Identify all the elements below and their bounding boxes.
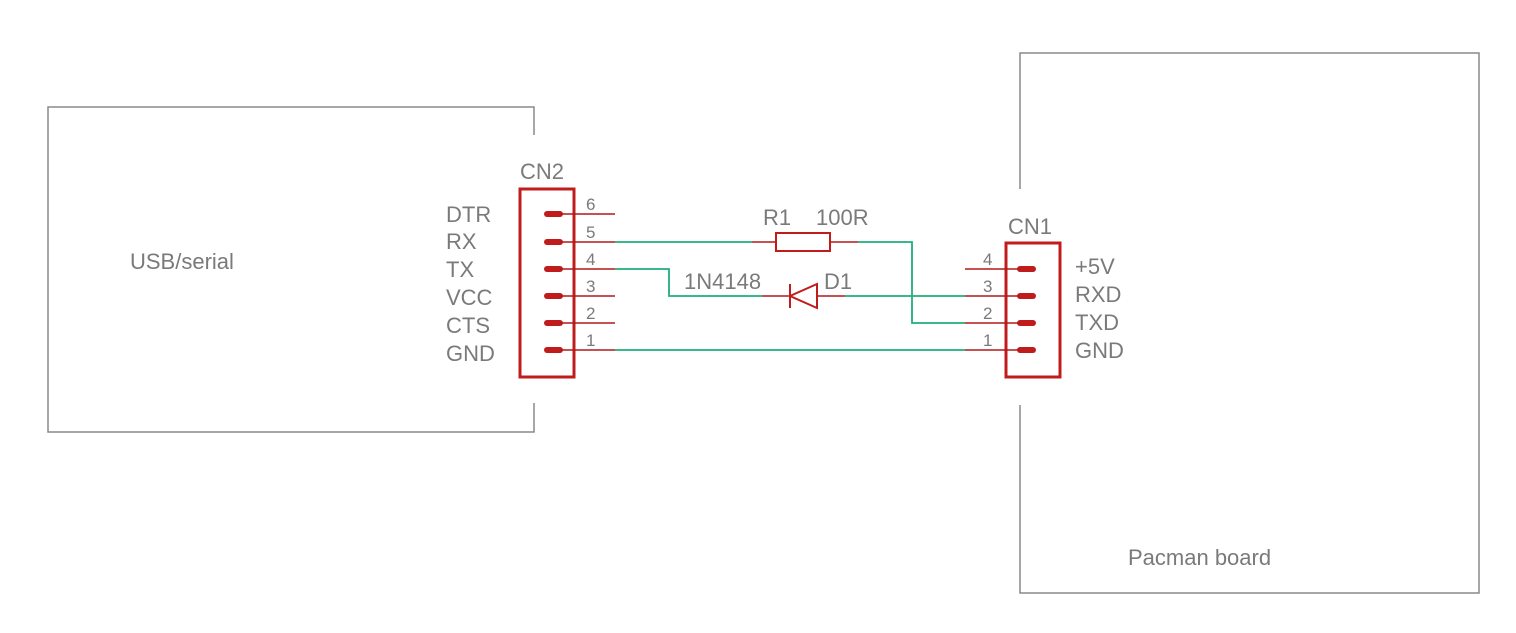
cn1-pin-number: 1 [983,331,992,350]
wire-r1-to-txd [858,241,965,324]
d1-diode: 1N4148 D1 [684,269,852,310]
cn2-pin-number: 5 [586,223,595,242]
r1-body [775,232,831,252]
cn1-connector: CN1 4 3 2 1 +5V RXD TXD GND [965,214,1124,379]
cn1-signal-label: TXD [1075,310,1119,335]
cn2-connector: CN2 6 5 4 3 2 1 DTR RX TX VCC CTS GND [446,159,615,379]
cn2-signal-label: RX [446,229,477,254]
cn2-signal-label: CTS [446,313,490,338]
usb-serial-title: USB/serial [130,249,234,274]
cn1-body [1004,241,1062,379]
cn1-pin-number: 2 [983,304,992,323]
cn2-body [518,187,576,379]
cn1-pin-number: 4 [983,250,992,269]
cn2-signal-label: DTR [446,202,491,227]
usb-serial-frame [47,106,535,433]
wire-tx-to-d1 [615,268,762,297]
cn1-signal-label: +5V [1075,254,1115,279]
r1-ref: R1 [763,205,791,230]
cn1-ref: CN1 [1008,214,1052,239]
d1-anode-triangle [787,282,818,310]
cn2-pin-number: 1 [586,331,595,350]
cn1-pin-number: 3 [983,277,992,296]
cn2-pin-number: 2 [586,304,595,323]
cn2-signal-label: GND [446,341,495,366]
r1-resistor: R1 100R [752,205,869,252]
d1-ref: D1 [824,269,852,294]
cn2-signal-label: VCC [446,285,493,310]
pacman-board-frame [1019,52,1480,594]
d1-value: 1N4148 [684,269,761,294]
r1-value: 100R [816,205,869,230]
cn2-ref: CN2 [520,159,564,184]
cn1-signal-label: GND [1075,338,1124,363]
cn1-signal-label: RXD [1075,282,1121,307]
cn2-pin-number: 3 [586,277,595,296]
pacman-board-title: Pacman board [1128,545,1271,570]
cn2-pin-number: 6 [586,195,595,214]
cn2-signal-label: TX [446,257,474,282]
cn2-pin-number: 4 [586,250,595,269]
